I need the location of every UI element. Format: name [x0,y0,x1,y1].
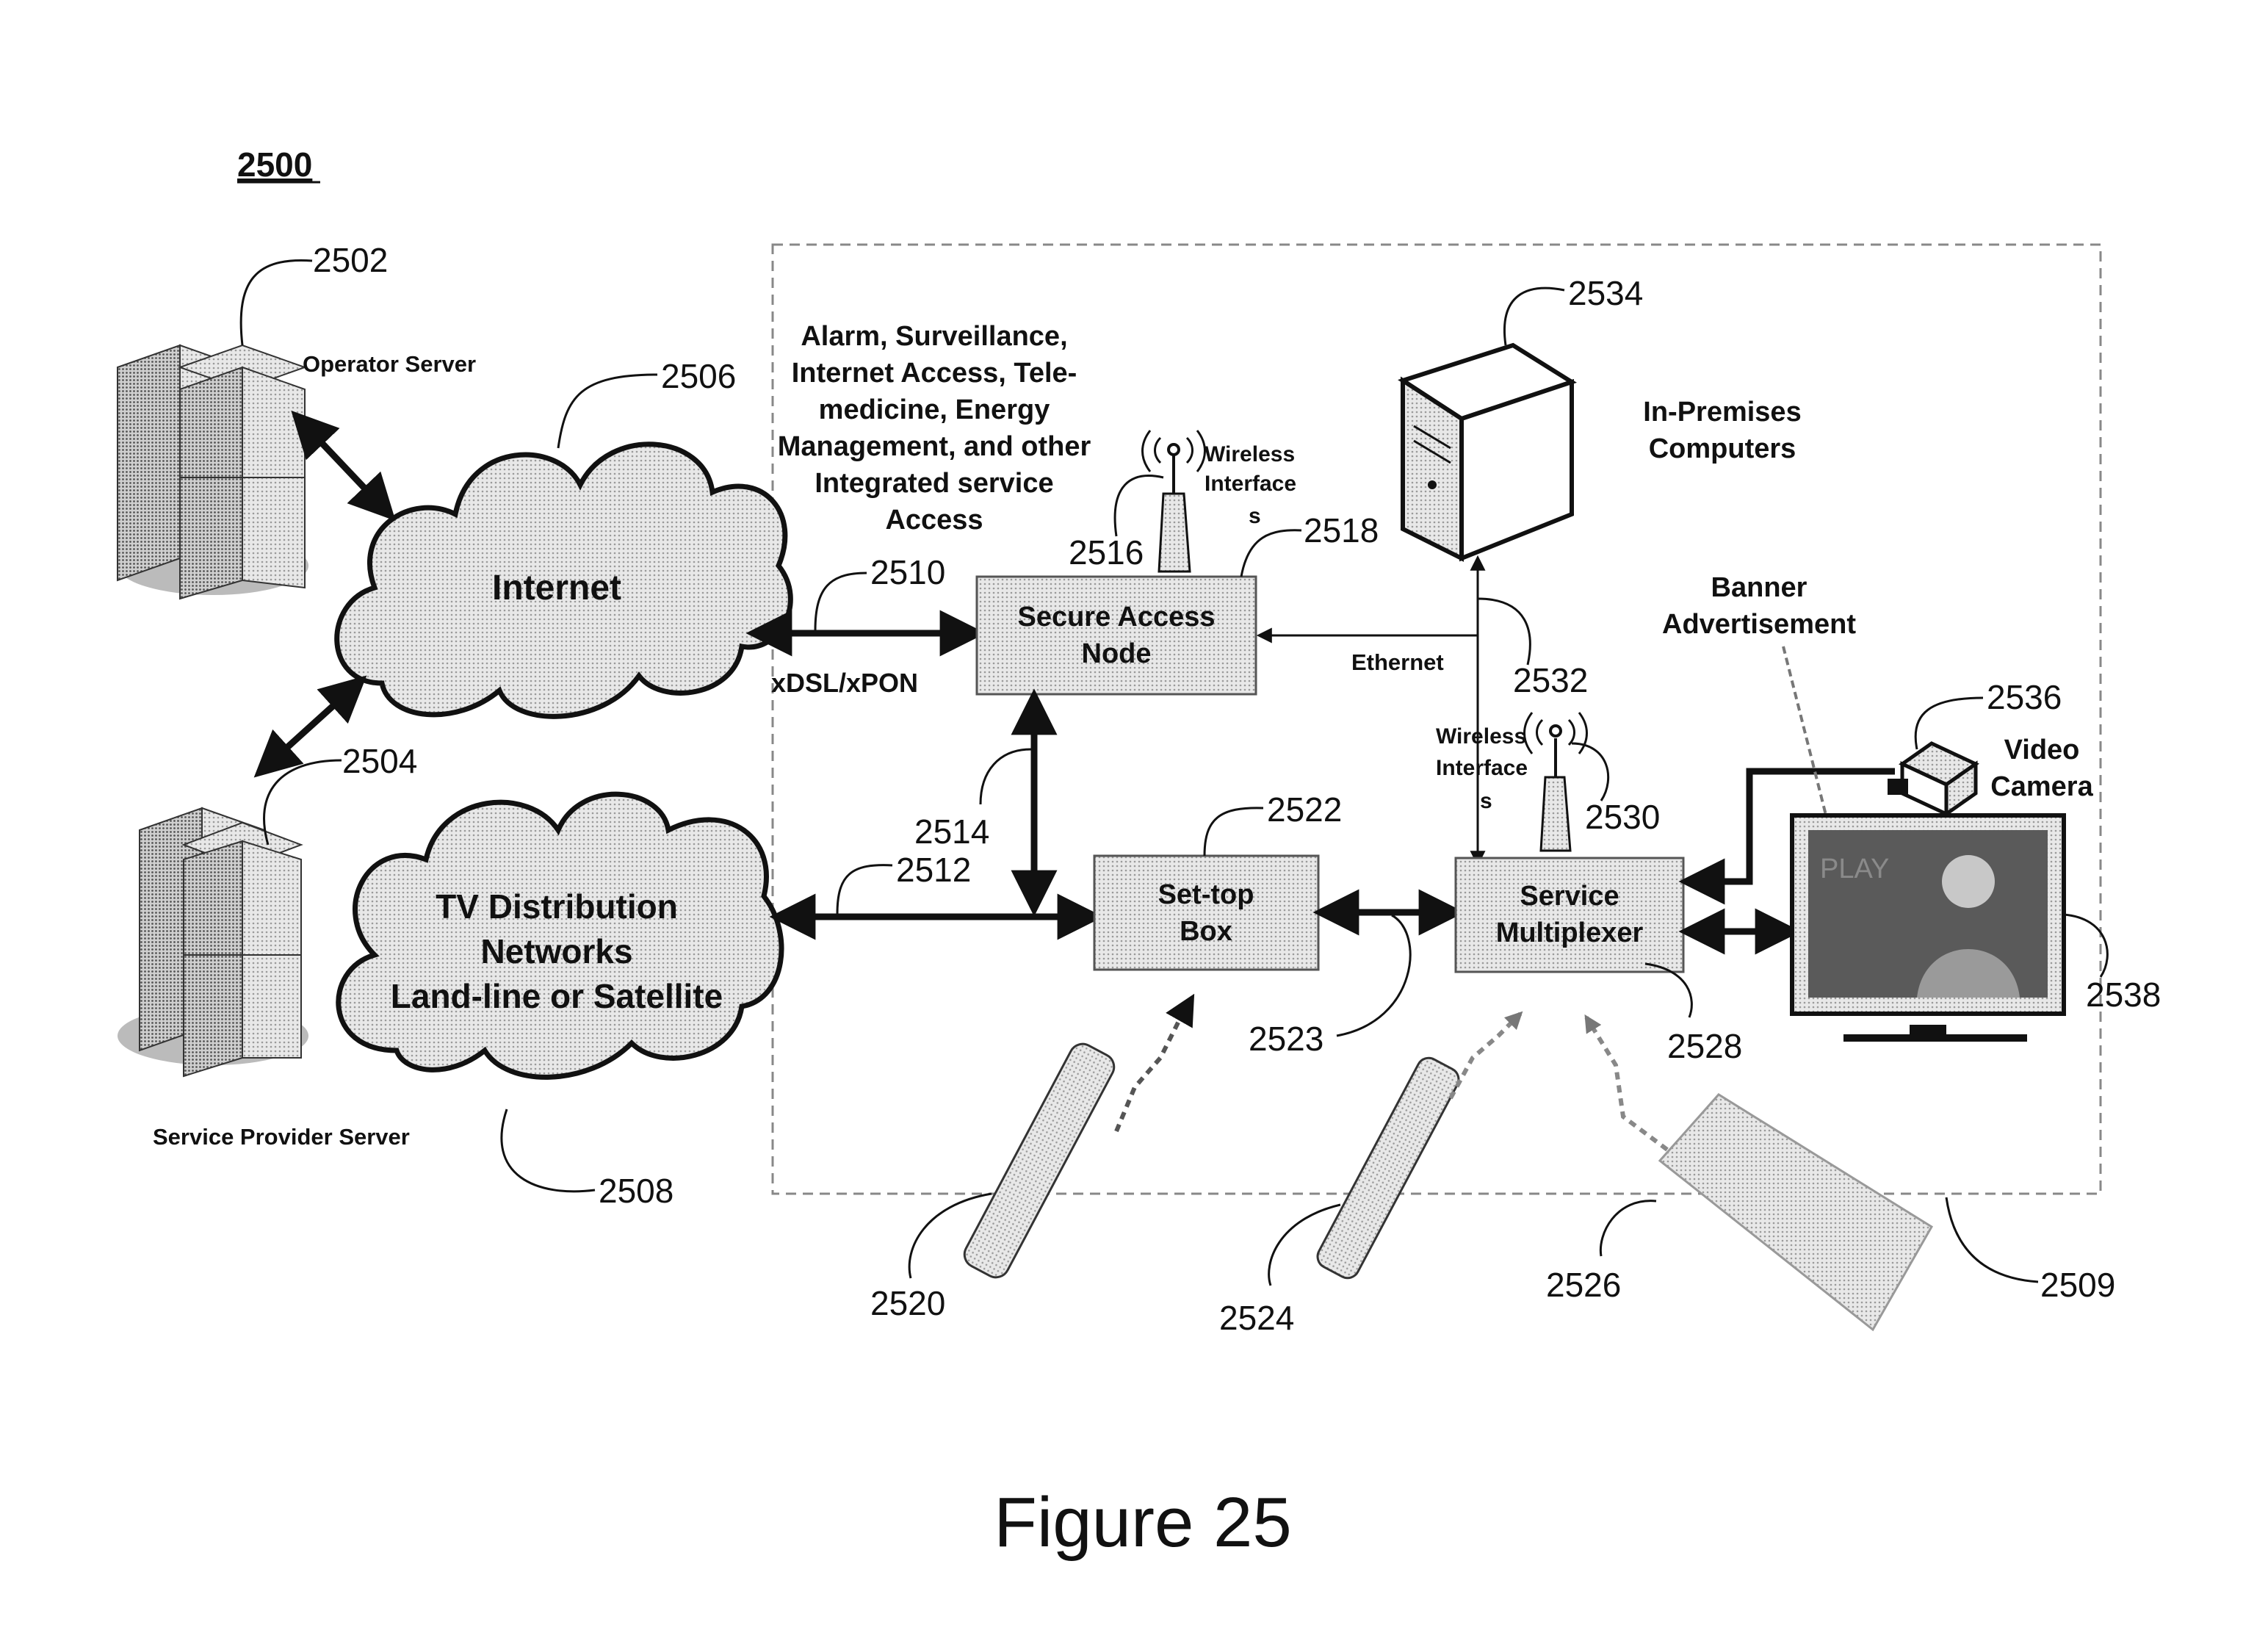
xdsl-label: xDSL/xPON [771,668,918,698]
mux-antenna-icon [1525,713,1587,851]
ref-internet: 2506 [661,357,736,395]
set-top-box [1094,856,1318,970]
leader-2534 [1504,288,1564,345]
secure-access-node-label-line1: Secure Access [1017,602,1215,632]
set-top-box-label-line2: Box [1180,916,1232,947]
computers-label-line2: Computers [1649,433,1796,464]
leader-2516 [1115,476,1163,536]
ref-remote-1: 2520 [870,1284,945,1322]
computer-tower-icon [1403,345,1572,558]
ref-computers: 2534 [1568,274,1643,312]
ref-set-top-box: 2522 [1267,790,1342,829]
ref-premises-boundary: 2509 [2040,1266,2115,1304]
tv-networks-label-line2: Networks [480,932,632,970]
keyboard-signal [1586,1017,1667,1150]
services-line6: Access [885,505,983,536]
leader-2512 [837,865,892,914]
leader-2514 [980,749,1031,804]
service-multiplexer-box [1456,858,1683,972]
remote-control-1-icon [960,1039,1119,1282]
leader-2504 [264,760,342,845]
leader-2509 [1946,1197,2038,1282]
leader-2510 [815,573,867,630]
figure-number: 2500 [237,145,312,184]
service-multiplexer-label-line2: Multiplexer [1496,918,1644,948]
secure-access-node-label-line2: Node [1082,638,1152,669]
ref-mux-antenna: 2530 [1585,798,1660,836]
ref-remote-2: 2524 [1219,1299,1294,1337]
wireless-mux-line1: Wireless [1436,724,1526,749]
ref-service-multiplexer: 2528 [1667,1027,1742,1065]
remote-1-signal [1116,999,1191,1131]
leader-2508 [502,1109,595,1192]
banner-pointer [1783,646,1832,841]
computers-label-line1: In-Premises [1643,397,1801,428]
video-camera-label-line1: Video [2004,735,2080,765]
ref-keyboard: 2526 [1546,1266,1621,1304]
ref-stb-mux-link: 2523 [1249,1020,1323,1058]
secure-access-node-box [977,577,1256,694]
wireless-san-line2: Interface [1205,472,1296,496]
san-antenna-icon [1143,430,1205,572]
banner-label-line2: Advertisement [1662,609,1856,640]
remote-control-2-icon [1313,1054,1462,1283]
tv-networks-label-line1: TV Distribution [436,887,678,926]
ref-tv-display: 2538 [2086,976,2161,1014]
services-line4: Management, and other [778,431,1091,462]
ref-tv-networks: 2508 [599,1172,673,1210]
operator-server-label: Operator Server [303,351,476,377]
leader-2523 [1337,915,1410,1036]
wireless-mux-line2: Interface [1436,756,1528,780]
leader-2530 [1572,743,1608,801]
banner-label-line1: Banner [1711,572,1807,603]
operator-internet-link [297,417,389,514]
ref-operator-server: 2502 [313,241,388,279]
service-provider-server-icon [118,808,308,1076]
ref-san-antenna: 2516 [1069,533,1144,572]
ethernet-label: Ethernet [1351,649,1444,675]
leader-2502 [241,260,312,345]
tv-screen-text: PLAY [1820,854,1889,884]
ref-service-provider-server: 2504 [342,742,417,780]
ref-video-camera: 2536 [1987,678,2062,716]
leader-2506 [558,375,657,448]
figure-caption: Figure 25 [994,1483,1292,1562]
services-line1: Alarm, Surveillance, [801,321,1067,352]
video-camera-label-line2: Camera [1990,771,2093,802]
service-multiplexer-label-line1: Service [1520,881,1619,912]
keyboard-icon [1660,1095,1932,1330]
wireless-mux-line3: s [1480,789,1492,813]
service-provider-server-label: Service Provider Server [153,1124,410,1150]
leader-2526 [1600,1201,1656,1256]
operator-server-icon [118,345,308,599]
ref-tv-link: 2512 [896,851,971,889]
services-text: Alarm, Surveillance, Internet Access, Te… [778,321,1091,536]
wireless-san-line3: s [1249,504,1261,528]
tv-networks-label-line3: Land-line or Satellite [391,977,723,1015]
ref-san-stb-link: 2514 [914,812,989,851]
services-line5: Integrated service [815,468,1053,499]
ref-secure-access-node: 2518 [1304,511,1379,549]
set-top-box-label-line1: Set-top [1158,879,1254,910]
wireless-san-line1: Wireless [1205,442,1295,466]
remote-2-signal [1451,1014,1520,1098]
leader-2532 [1478,599,1530,665]
services-line3: medicine, Energy [819,394,1050,425]
video-camera-icon [1888,743,1976,814]
leader-2522 [1205,808,1263,856]
ref-ethernet-link: 2532 [1513,661,1588,699]
leader-2518 [1241,530,1301,577]
leader-2536 [1915,698,1983,749]
internet-label: Internet [492,569,621,608]
ref-dsl-link: 2510 [870,553,945,591]
services-line2: Internet Access, Tele- [792,358,1077,389]
tv-display-icon [1792,815,2064,1042]
